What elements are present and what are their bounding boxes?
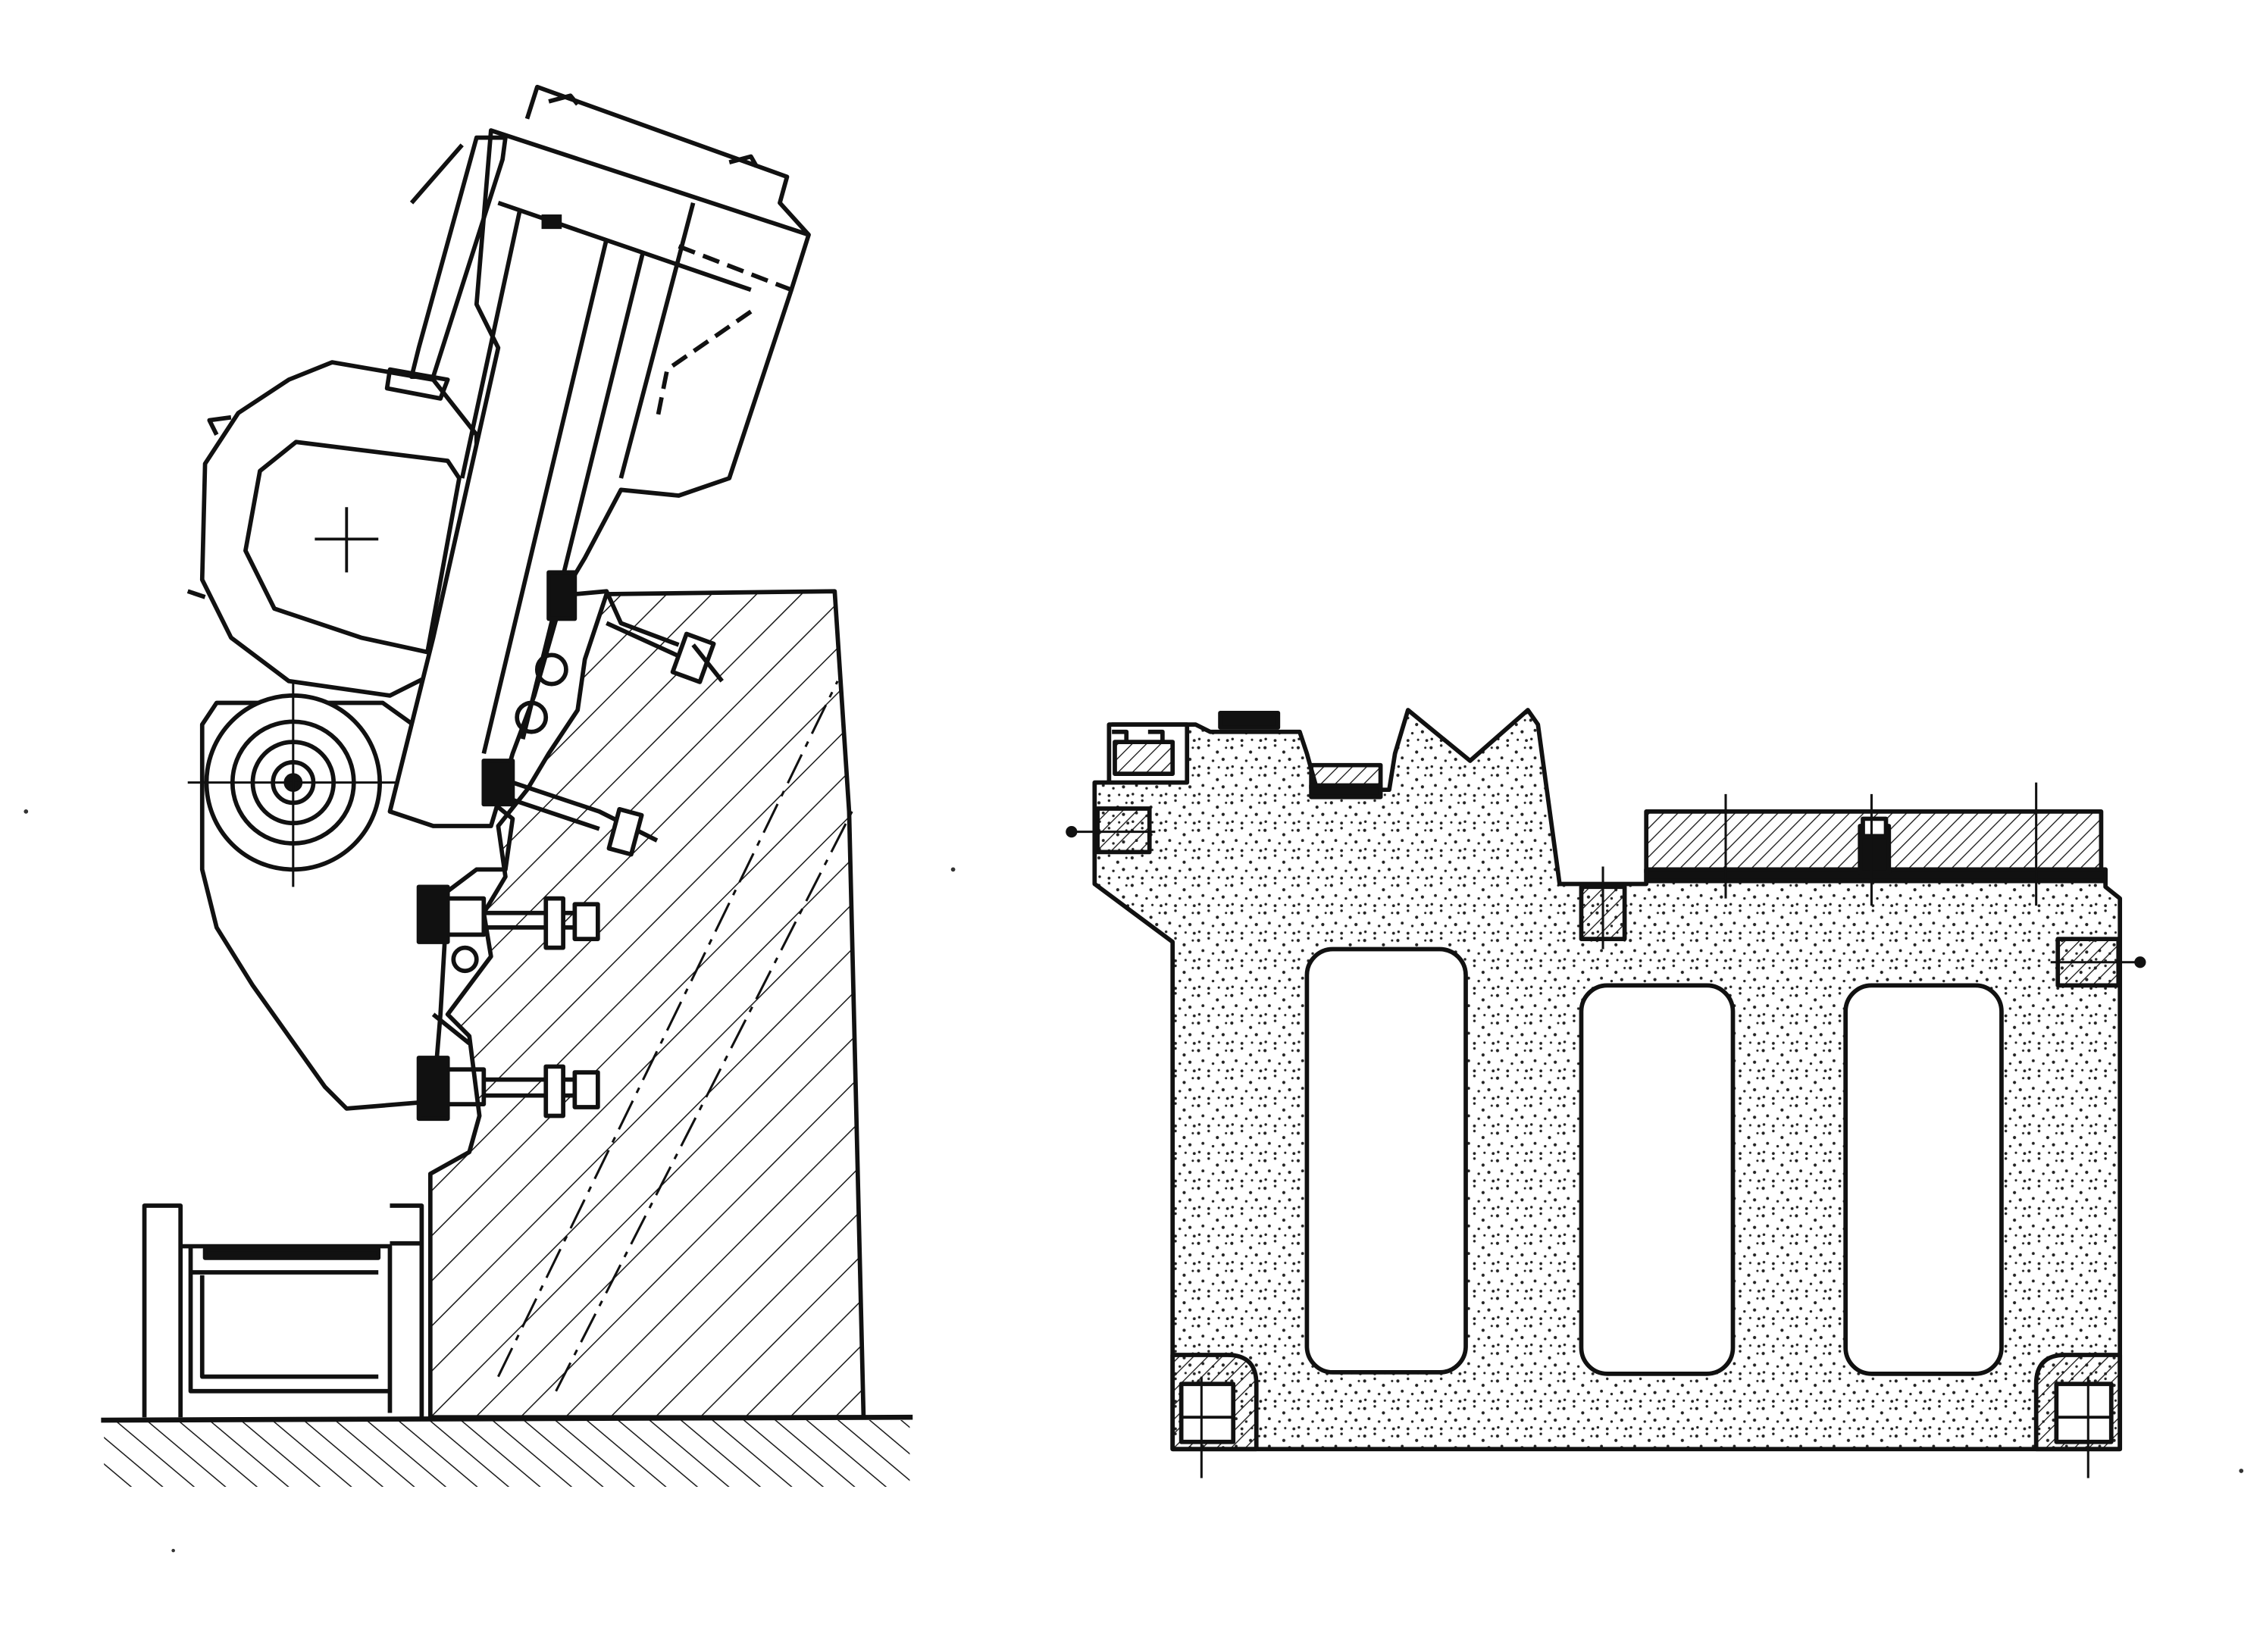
machine-tool-side-section bbox=[101, 84, 913, 1487]
core-opening-right bbox=[1843, 983, 2004, 1376]
ground-foundation bbox=[101, 1414, 913, 1487]
tilted-slide bbox=[384, 84, 811, 828]
core-opening-middle bbox=[1579, 983, 1736, 1376]
bottom-left-foot bbox=[1170, 1353, 1259, 1478]
right-side-bolt bbox=[2050, 937, 2146, 988]
clamp-bolts bbox=[416, 570, 724, 1122]
core-opening-left bbox=[1304, 946, 1468, 1375]
machine-column bbox=[427, 589, 866, 1420]
left-side-bolt bbox=[1066, 806, 1156, 855]
top-right-guide bbox=[1644, 782, 2108, 906]
top-left-guide bbox=[1107, 710, 1383, 799]
bottom-right-foot bbox=[2033, 1353, 2123, 1478]
top-bolt bbox=[1579, 866, 1627, 950]
machine-bed-cross-section bbox=[1066, 708, 2146, 1478]
paper-specks bbox=[23, 809, 2244, 1553]
base-stand bbox=[142, 1203, 424, 1418]
motor-housing bbox=[186, 360, 479, 698]
